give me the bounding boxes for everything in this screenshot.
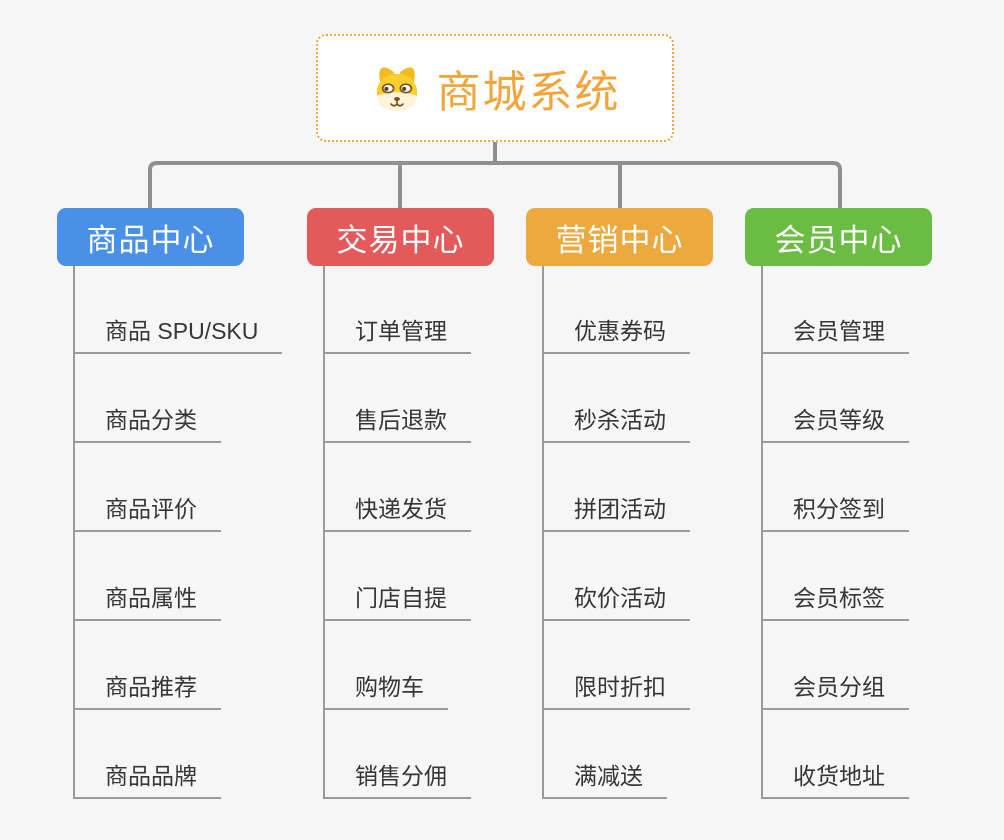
branch-node-marketing-center[interactable]: 营销中心 bbox=[526, 208, 713, 266]
leaf-item[interactable]: 拼团活动 bbox=[544, 494, 690, 532]
leaf-item[interactable]: 售后退款 bbox=[325, 405, 471, 443]
branch-node-trade-center[interactable]: 交易中心 bbox=[307, 208, 494, 266]
leaf-item[interactable]: 满减送 bbox=[544, 761, 667, 799]
leaf-item[interactable]: 优惠券码 bbox=[544, 316, 690, 354]
leaf-item[interactable]: 会员标签 bbox=[763, 583, 909, 621]
leaf-list-marketing-center: 优惠券码 秒杀活动 拼团活动 砍价活动 限时折扣 满减送 bbox=[542, 266, 690, 799]
leaf-item[interactable]: 购物车 bbox=[325, 672, 448, 710]
leaf-item[interactable]: 商品 SPU/SKU bbox=[75, 316, 283, 354]
leaf-item[interactable]: 商品属性 bbox=[75, 583, 221, 621]
leaf-item[interactable]: 商品品牌 bbox=[75, 761, 221, 799]
leaf-list-member-center: 会员管理 会员等级 积分签到 会员标签 会员分组 收货地址 bbox=[761, 266, 909, 799]
leaf-item[interactable]: 门店自提 bbox=[325, 583, 471, 621]
branch-node-member-center[interactable]: 会员中心 bbox=[745, 208, 932, 266]
leaf-item[interactable]: 商品评价 bbox=[75, 494, 221, 532]
leaf-item[interactable]: 订单管理 bbox=[325, 316, 471, 354]
leaf-item[interactable]: 会员管理 bbox=[763, 316, 909, 354]
leaf-item[interactable]: 快递发货 bbox=[325, 494, 471, 532]
doge-face-icon bbox=[376, 67, 417, 111]
leaf-item[interactable]: 商品推荐 bbox=[75, 672, 221, 710]
leaf-item[interactable]: 会员分组 bbox=[763, 672, 909, 710]
root-node[interactable]: 商城系统 bbox=[316, 34, 674, 142]
leaf-item[interactable]: 销售分佣 bbox=[325, 761, 471, 799]
leaf-item[interactable]: 商品分类 bbox=[75, 405, 221, 443]
leaf-item[interactable]: 积分签到 bbox=[763, 494, 909, 532]
leaf-item[interactable]: 会员等级 bbox=[763, 405, 909, 443]
root-title: 商城系统 bbox=[436, 68, 621, 117]
leaf-item[interactable]: 秒杀活动 bbox=[544, 405, 690, 443]
leaf-list-product-center: 商品 SPU/SKU 商品分类 商品评价 商品属性 商品推荐 商品品牌 bbox=[73, 266, 283, 799]
leaf-item[interactable]: 砍价活动 bbox=[544, 583, 690, 621]
leaf-item[interactable]: 限时折扣 bbox=[544, 672, 690, 710]
leaf-list-trade-center: 订单管理 售后退款 快递发货 门店自提 购物车 销售分佣 bbox=[323, 266, 471, 799]
connector-paths bbox=[148, 142, 842, 208]
leaf-item[interactable]: 收货地址 bbox=[763, 761, 909, 799]
branch-node-product-center[interactable]: 商品中心 bbox=[57, 208, 244, 266]
